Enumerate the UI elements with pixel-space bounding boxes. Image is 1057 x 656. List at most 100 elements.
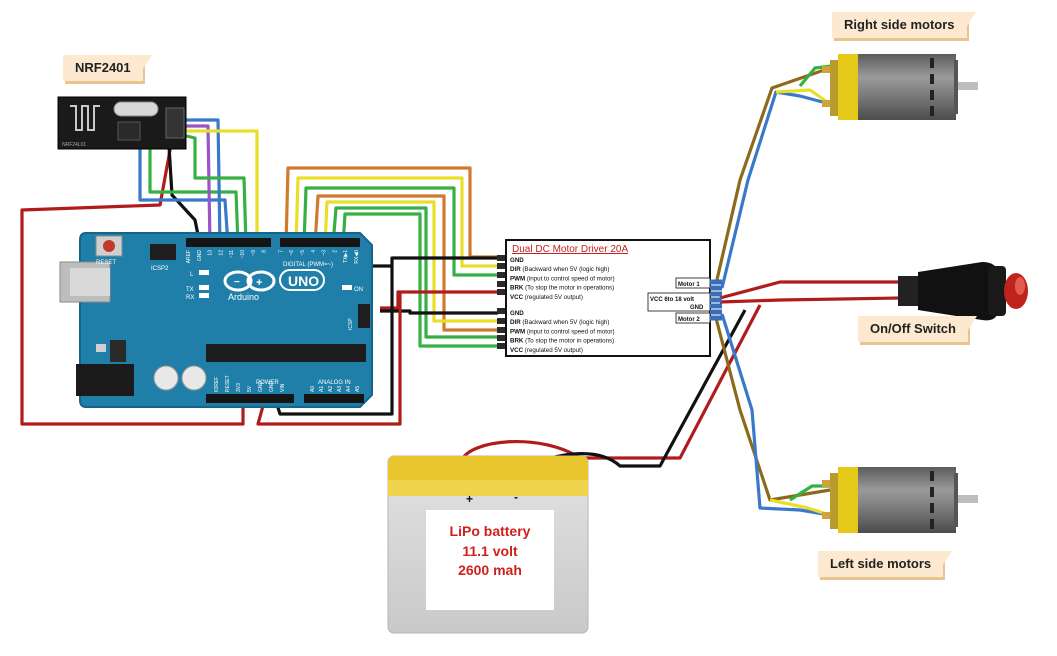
driver-terminal [710, 309, 722, 315]
driver-pin-row: PWM (input to control speed of motor) [510, 275, 615, 282]
digital-header-left [186, 238, 271, 247]
driver-pin [497, 327, 505, 333]
arduino-brand-label: Arduino [228, 292, 259, 302]
wire-m2-blue [720, 313, 831, 517]
analog-header [304, 394, 364, 403]
icsp2-label: ICSP2 [151, 266, 169, 272]
gnd-label: GND [690, 305, 704, 311]
driver-pin [497, 281, 505, 287]
nrf2401-label: NRF2401 [63, 55, 152, 81]
uno-label: UNO [288, 273, 319, 289]
driver-pin [497, 335, 505, 341]
power-pin-label: GND [258, 381, 264, 393]
capacitor-2 [181, 365, 207, 391]
driver-terminal [710, 315, 722, 321]
wire-orange-b [313, 194, 498, 332]
digital-pin-label: ~3 [322, 250, 328, 256]
digital-pin-label: 7 [278, 250, 284, 253]
digital-pin-label: 12 [218, 250, 224, 256]
svg-text:−: − [234, 277, 240, 288]
digital-pin-label: ~9 [251, 250, 257, 256]
driver-pin-row: DIR (Backward when 5V (logic high) [510, 266, 609, 273]
digital-label: DIGITAL (PWM=~) [283, 262, 333, 268]
driver-pin [497, 263, 505, 269]
driver-block-1: GND DIR (Backward when 5V (logic high) PWM… [510, 257, 615, 301]
reset-label: RESET [96, 260, 116, 266]
power-pin-label: GND [269, 381, 275, 393]
power-pin-label: 5V [247, 385, 253, 392]
power-jack [76, 364, 134, 396]
wire-nrf-purple [178, 124, 212, 246]
wire-nrf-green2 [181, 133, 248, 246]
wire-nrf-blue2 [180, 118, 222, 246]
analog-pin-label: A5 [355, 386, 361, 392]
chip [117, 121, 141, 141]
driver-output-terminals [710, 279, 722, 321]
driver-pin-headers [497, 255, 505, 349]
digital-pin-label: 2 [332, 250, 338, 253]
wire-switch-red1 [719, 280, 900, 300]
driver-terminal [710, 291, 722, 297]
wire-green-c [341, 212, 498, 348]
analog-in-label: ANALOG IN [318, 380, 351, 386]
motor2-label: Motor 2 [678, 317, 700, 323]
battery-voltage: 11.1 volt [462, 543, 518, 559]
driver-pin [497, 255, 505, 261]
wire-switch-red2 [719, 296, 901, 304]
analog-pin-label: A1 [319, 386, 325, 392]
digital-pin-label: 13 [208, 250, 214, 256]
driver-pin-row: GND [510, 257, 524, 264]
wire-red-vcc2 [256, 292, 402, 426]
crystal [113, 101, 159, 117]
digital-pin-label: ~10 [240, 250, 246, 259]
led-tx-label: TX [186, 287, 194, 293]
driver-pin-row: BRK (To stop the motor in operations) [510, 338, 614, 345]
led-rx-label: RX [186, 295, 194, 301]
driver-terminal [710, 297, 722, 303]
driver-pin-row: BRK (To stop the motor in operations) [510, 285, 614, 292]
battery-type: LiPo battery [450, 523, 531, 539]
on-off-switch-label: On/Off Switch [858, 316, 977, 342]
right-side-motor [822, 54, 978, 120]
power-pin-label: IOREF [214, 377, 220, 392]
antenna-trace [70, 105, 100, 131]
led-on-label: ON [354, 287, 363, 293]
atmega-chip [206, 344, 366, 362]
vcc-label: VCC 6to 18 volt [650, 297, 694, 303]
analog-pin-label: A3 [337, 386, 343, 392]
wire-red-vcc1 [380, 290, 498, 310]
driver-title: Dual DC Motor Driver 20A [512, 244, 628, 255]
driver-pin [497, 272, 505, 278]
driver-pin-row: VCC (regulated 5V output) [510, 347, 583, 354]
wire-nrf-yellow [184, 129, 259, 245]
driver-terminal [710, 285, 722, 291]
driver-pin [497, 308, 505, 314]
nrf2401-module: NRF24L01 [57, 96, 187, 150]
driver-pin [497, 318, 505, 324]
digital-pin-label: GND [197, 250, 203, 262]
wire-m1-yellow [775, 88, 831, 106]
digital-pin-label: TX▶1 [343, 250, 349, 263]
wire-yellow-b [323, 200, 498, 323]
driver-terminal [710, 303, 722, 309]
wires [20, 64, 901, 517]
wire-green-b [331, 206, 498, 339]
analog-pin-label: A4 [346, 386, 352, 392]
driver-terminal [710, 279, 722, 285]
wire-m1-brown [714, 66, 831, 285]
power-label: POWER [256, 380, 279, 386]
driver-pin-row: DIR (Backward when 5V (logic high) [510, 319, 609, 326]
on-off-switch [898, 262, 1028, 321]
digital-pin-label: 8 [262, 250, 268, 253]
power-header [206, 394, 294, 403]
driver-pin-row: PWM (input to control speed of motor) [510, 328, 615, 335]
battery-minus: - [514, 490, 518, 504]
wire-black-gnd2 [380, 309, 498, 315]
digital-pin-label: RX◀0 [354, 250, 360, 264]
power-pin-label: VIN [280, 383, 286, 392]
icsp2-header: ICSP2 [150, 244, 176, 272]
